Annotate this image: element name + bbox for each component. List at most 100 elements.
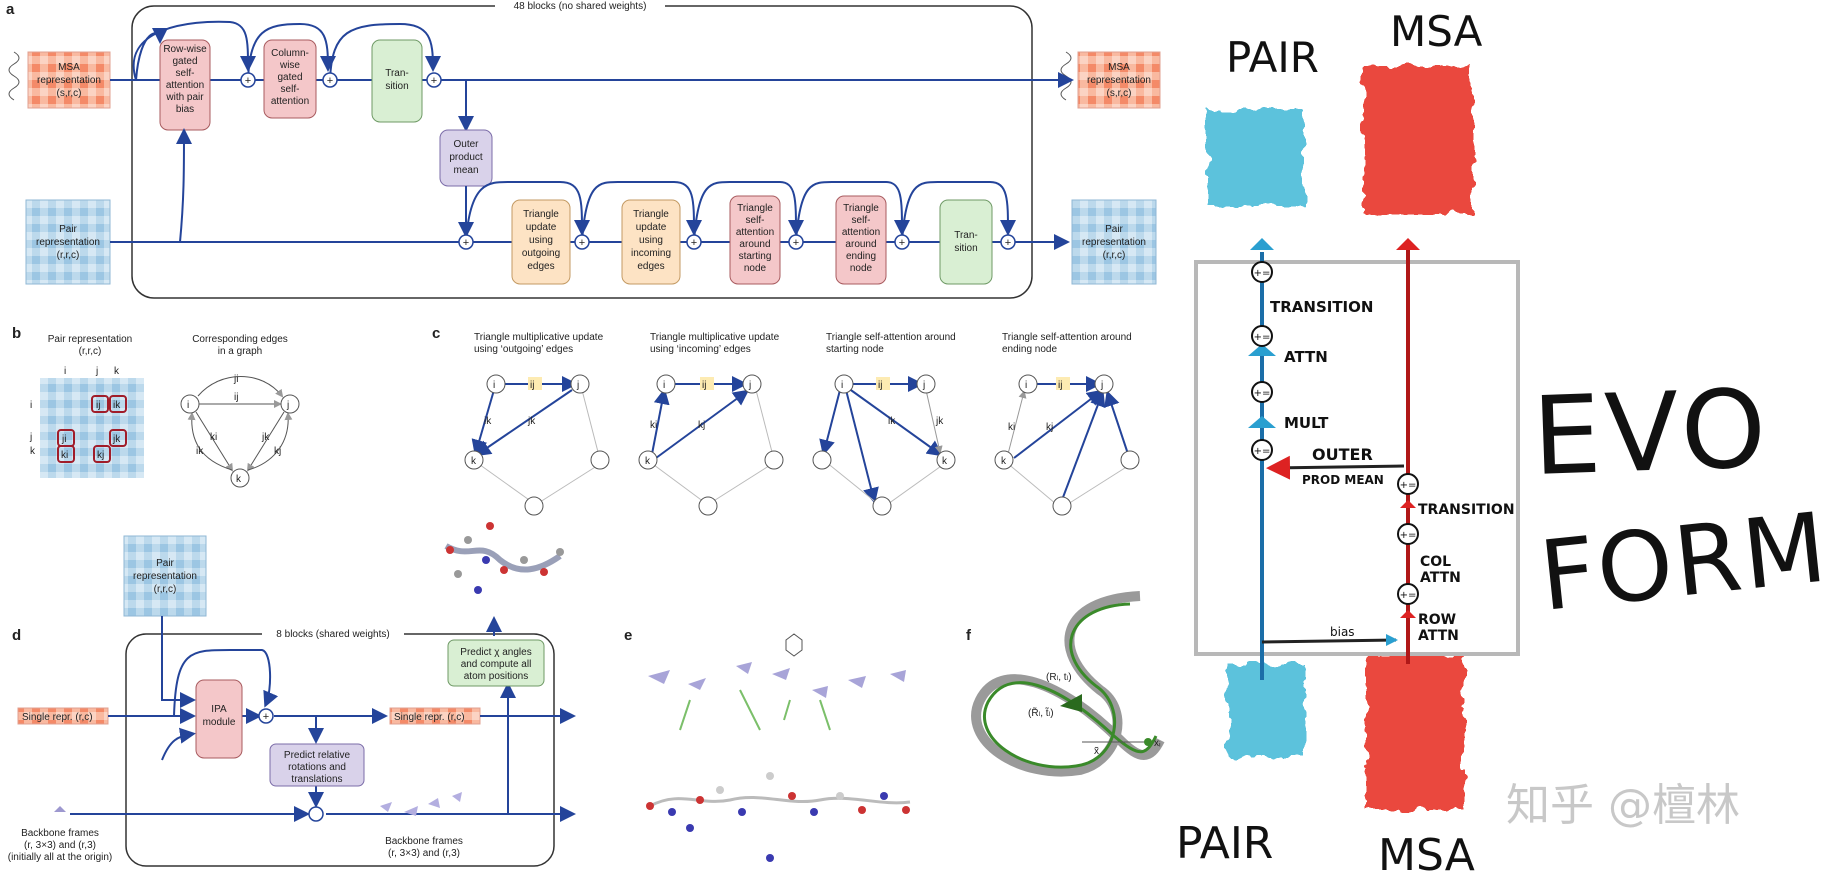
svg-text:(initially all at the origin): (initially all at the origin) xyxy=(8,852,113,863)
svg-text:representation: representation xyxy=(1082,237,1146,248)
pair-bias-arrow xyxy=(175,128,192,243)
graph-outgoing: i ij j ik jk k xyxy=(464,374,610,516)
svg-text:kj: kj xyxy=(97,450,104,461)
edge-graph: i j k ji ij ik ki jk kj xyxy=(180,374,300,488)
svg-text:in a graph: in a graph xyxy=(218,346,262,357)
matrix-cells xyxy=(57,395,127,463)
former-title: FORMER xyxy=(1535,478,1822,633)
svg-text:ATTN: ATTN xyxy=(1284,348,1328,366)
svg-text:Pair representation: Pair representation xyxy=(48,334,133,345)
svg-text:node: node xyxy=(744,263,767,274)
triangle-outgoing-box: Triangle update using outgoing edges xyxy=(511,199,571,285)
triangle-attention-end-box: Triangle self- attention around ending n… xyxy=(835,195,887,285)
svg-text:(r, 3×3) and (r,3): (r, 3×3) and (r,3) xyxy=(24,840,96,851)
svg-text:using: using xyxy=(639,235,663,246)
svg-text:Predict relative: Predict relative xyxy=(284,750,351,761)
panel-b: b Pair representation (r,r,c) Correspond… xyxy=(12,325,300,488)
svg-text:around: around xyxy=(739,239,770,250)
svg-text:gated: gated xyxy=(277,72,302,83)
svg-text:ik: ik xyxy=(113,400,121,411)
pair-input: Pair representation (r,r,c) xyxy=(25,199,111,285)
panel-e: e xyxy=(624,627,911,862)
svg-text:representation: representation xyxy=(36,237,100,248)
pair-bottom-label: PAIR xyxy=(1176,818,1273,869)
svg-text:update: update xyxy=(526,222,557,233)
svg-text:ATTN: ATTN xyxy=(1420,570,1461,586)
row-attention-box: Row-wise gated self- attention with pair… xyxy=(159,39,211,131)
pair-plus-eq-nodes: += += += += xyxy=(1251,261,1273,461)
svg-text:(s,r,c): (s,r,c) xyxy=(57,88,82,99)
svg-text:ending: ending xyxy=(846,251,876,262)
predicted-backbone xyxy=(983,602,1158,769)
svg-text:+=: += xyxy=(1400,530,1417,541)
svg-text:MSA: MSA xyxy=(58,62,80,73)
svg-text:rotations and: rotations and xyxy=(288,762,346,773)
svg-text:(R̃ₗ, t̃ₗ): (R̃ₗ, t̃ₗ) xyxy=(1028,706,1054,719)
svg-text:i: i xyxy=(30,400,32,411)
svg-text:representation: representation xyxy=(37,75,101,86)
graph-incoming: i ij j ki kj k xyxy=(638,374,784,516)
svg-text:Triangle self-attention around: Triangle self-attention around xyxy=(1002,332,1132,343)
svg-text:using ‘incoming’ edges: using ‘incoming’ edges xyxy=(650,344,751,355)
svg-text:+: + xyxy=(263,711,269,723)
svg-text:representation: representation xyxy=(1087,75,1151,86)
compose-node xyxy=(308,806,324,822)
svg-text:PROD MEAN: PROD MEAN xyxy=(1302,473,1384,487)
svg-text:jk: jk xyxy=(935,416,944,427)
svg-text:attention: attention xyxy=(271,96,309,107)
svg-text:+: + xyxy=(579,237,585,249)
svg-text:TRANSITION: TRANSITION xyxy=(1418,502,1515,518)
single-repr-out: Single repr. (r,c) xyxy=(389,707,481,725)
svg-text:representation: representation xyxy=(133,571,197,582)
graph-attn-start: i ij j ik jk k xyxy=(812,374,956,516)
pair-top-label: PAIR xyxy=(1226,33,1319,82)
svg-text:ROW: ROW xyxy=(1418,612,1456,628)
svg-text:Triangle: Triangle xyxy=(843,203,879,214)
svg-text:self-: self- xyxy=(176,68,195,79)
svg-text:k: k xyxy=(114,366,120,377)
svg-text:MULT: MULT xyxy=(1284,414,1329,432)
svg-text:MSA: MSA xyxy=(1108,62,1130,73)
svg-text:starting: starting xyxy=(739,251,772,262)
svg-text:j: j xyxy=(748,380,751,391)
svg-text:Backbone frames: Backbone frames xyxy=(21,828,99,839)
svg-text:(r,r,c): (r,r,c) xyxy=(79,346,102,357)
svg-text:Pair: Pair xyxy=(59,224,77,235)
svg-text:ij: ij xyxy=(530,380,534,391)
watermark: 知乎 @檀林 xyxy=(1506,780,1740,831)
msa-plus-nodes: + + + xyxy=(240,72,442,88)
svg-text:product: product xyxy=(449,152,483,163)
msa-output: MSA representation (s,r,c) xyxy=(1060,51,1161,109)
svg-text:Row-wise: Row-wise xyxy=(163,44,207,55)
svg-text:jk: jk xyxy=(261,432,270,443)
svg-text:j: j xyxy=(95,366,98,377)
blocks-caption: 48 blocks (no shared weights) xyxy=(514,1,647,12)
svg-text:(r,r,c): (r,r,c) xyxy=(154,584,177,595)
svg-text:(r, 3×3) and (r,3): (r, 3×3) and (r,3) xyxy=(388,848,460,859)
msa-input: MSA representation (s,r,c) xyxy=(8,51,111,109)
svg-text:using ‘outgoing’ edges: using ‘outgoing’ edges xyxy=(474,344,573,355)
panel-f-label: f xyxy=(966,627,972,644)
svg-text:+=: += xyxy=(1254,268,1271,279)
svg-text:kj: kj xyxy=(274,446,281,457)
svg-text:Triangle multiplicative update: Triangle multiplicative update xyxy=(650,332,780,343)
sequence-icon xyxy=(8,51,20,101)
graph-attn-end: i ij j ki kj k xyxy=(994,374,1140,516)
msa-transition-box: Tran- sition xyxy=(371,39,423,123)
svg-text:j: j xyxy=(1100,380,1103,391)
panel-a-label: a xyxy=(6,1,15,18)
msa-plus-eq-nodes: += += += xyxy=(1397,473,1419,605)
svg-text:+: + xyxy=(691,237,697,249)
panel-e-label: e xyxy=(624,627,632,644)
svg-text:ki: ki xyxy=(1008,422,1015,433)
svg-text:i: i xyxy=(187,400,189,411)
svg-text:i: i xyxy=(493,380,495,391)
svg-text:x̃: x̃ xyxy=(1094,746,1099,757)
msa-bottom-swatch xyxy=(1366,656,1464,810)
svg-text:Pair: Pair xyxy=(1105,224,1123,235)
svg-text:kj: kj xyxy=(1046,422,1053,433)
panel-a: a 48 blocks (no shared weights) MSA repr… xyxy=(6,0,1161,299)
predict-chi-box: Predict χ angles and compute all atom po… xyxy=(447,639,545,687)
svg-text:j: j xyxy=(286,400,289,411)
predict-relative-box: Predict relative rotations and translati… xyxy=(269,743,365,787)
